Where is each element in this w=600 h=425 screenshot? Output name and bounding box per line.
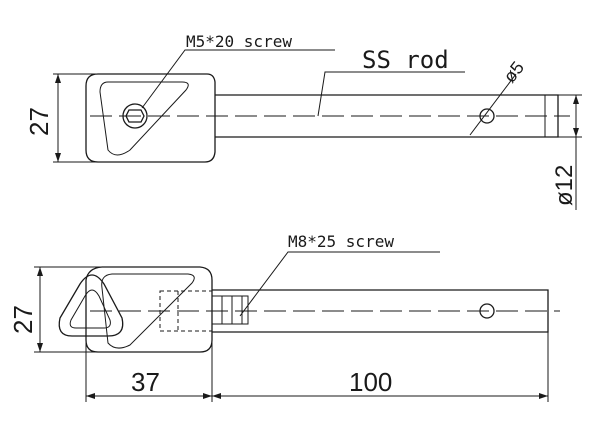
top-rod-dia-dim: ø12 (551, 165, 578, 206)
top-hole-leader (469, 73, 517, 136)
bottom-height-dim: 27 (8, 305, 38, 334)
top-height-arrow-down (55, 153, 61, 162)
bottom-shackle-loop (58, 274, 124, 337)
top-rod-dia-arrow-down (573, 128, 579, 137)
bottom-height-arrow-up (37, 267, 43, 276)
top-clamp-relief (99, 81, 189, 156)
bottom-head-length-dim: 37 (131, 367, 160, 397)
bottom-shackle-inner (69, 289, 111, 329)
bottom-screw-thread (211, 295, 249, 325)
bottom-head-arrow-right (203, 393, 212, 399)
top-hole-dim: ø5 (499, 58, 528, 87)
top-view: M5*20 screw SS rod ø5 27 ø12 (24, 32, 582, 210)
top-rod-label: SS rod (362, 46, 449, 74)
top-screw-leader (141, 49, 335, 109)
bottom-clamp-head (85, 266, 213, 353)
bottom-rod (212, 289, 549, 333)
top-clamp-head (85, 73, 216, 163)
bottom-head-arrow-left (86, 393, 95, 399)
top-height-dim: 27 (24, 107, 54, 136)
bottom-screw-label: M8*25 screw (288, 232, 394, 251)
bottom-view: M8*25 screw 27 37 100 (8, 232, 560, 402)
top-rod-dia-arrow-up (573, 95, 579, 104)
bottom-rod-length-dim: 100 (349, 367, 392, 397)
bottom-clamp-recess (101, 273, 195, 349)
top-rod-leader (317, 71, 465, 117)
bottom-height-arrow-down (37, 343, 43, 352)
top-height-arrow-up (55, 74, 61, 83)
top-screw-label: M5*20 screw (186, 32, 292, 51)
bottom-screw-leader (239, 251, 440, 317)
bottom-rod-arrow-right (539, 393, 548, 399)
bottom-rod-arrow-left (212, 393, 221, 399)
